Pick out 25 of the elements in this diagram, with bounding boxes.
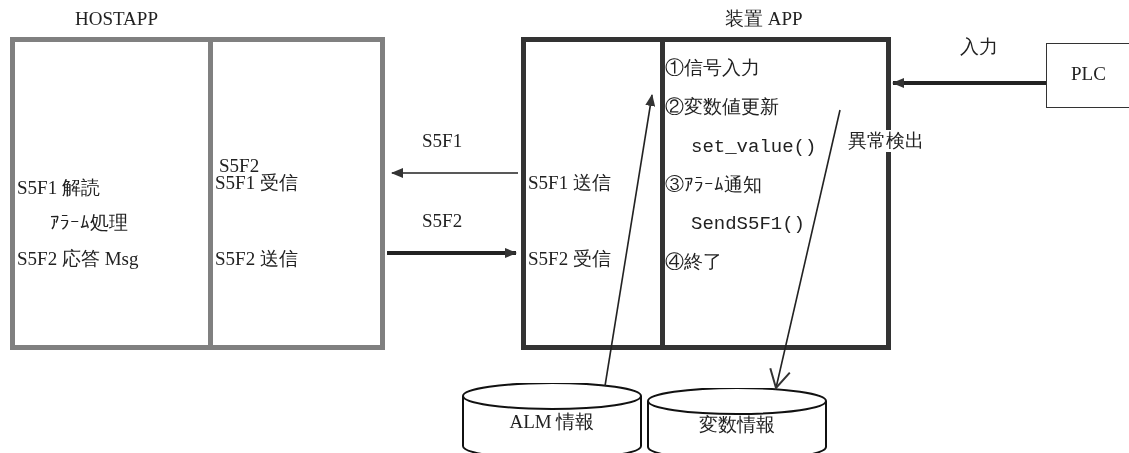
- arrow: [391, 168, 519, 178]
- box-text: S5F2 送信: [215, 248, 298, 270]
- box-text: 変数情報: [698, 414, 776, 436]
- box-text: S5F1 解読: [17, 177, 100, 199]
- box-text: PLC: [1071, 63, 1106, 85]
- code-text: set_value(): [691, 136, 817, 158]
- box-text: ｱﾗｰﾑ処理: [50, 212, 128, 234]
- box-text: ALM 情報: [508, 411, 596, 433]
- box-text: S5F2 受信: [528, 248, 611, 270]
- arrow: [769, 109, 841, 389]
- database-cylinder: [462, 383, 642, 453]
- database-cylinder: [647, 388, 827, 453]
- box-text: ④終了: [665, 251, 722, 273]
- code-text: SendS5F1(): [691, 213, 806, 235]
- box-text: S5F1 送信: [528, 172, 611, 194]
- box-heading: HOSTAPP: [75, 8, 158, 30]
- arrow: [892, 78, 1046, 88]
- box-text: ②変数値更新: [665, 96, 779, 118]
- arrow: [604, 94, 656, 387]
- box-heading: 装置 APP: [725, 8, 803, 30]
- plc-box: [1046, 43, 1129, 108]
- box-text: S5F2 応答 Msg: [17, 248, 139, 270]
- box-text: ③ｱﾗｰﾑ通知: [665, 174, 762, 196]
- arrow: [387, 248, 517, 258]
- box-text: ①信号入力: [665, 57, 760, 79]
